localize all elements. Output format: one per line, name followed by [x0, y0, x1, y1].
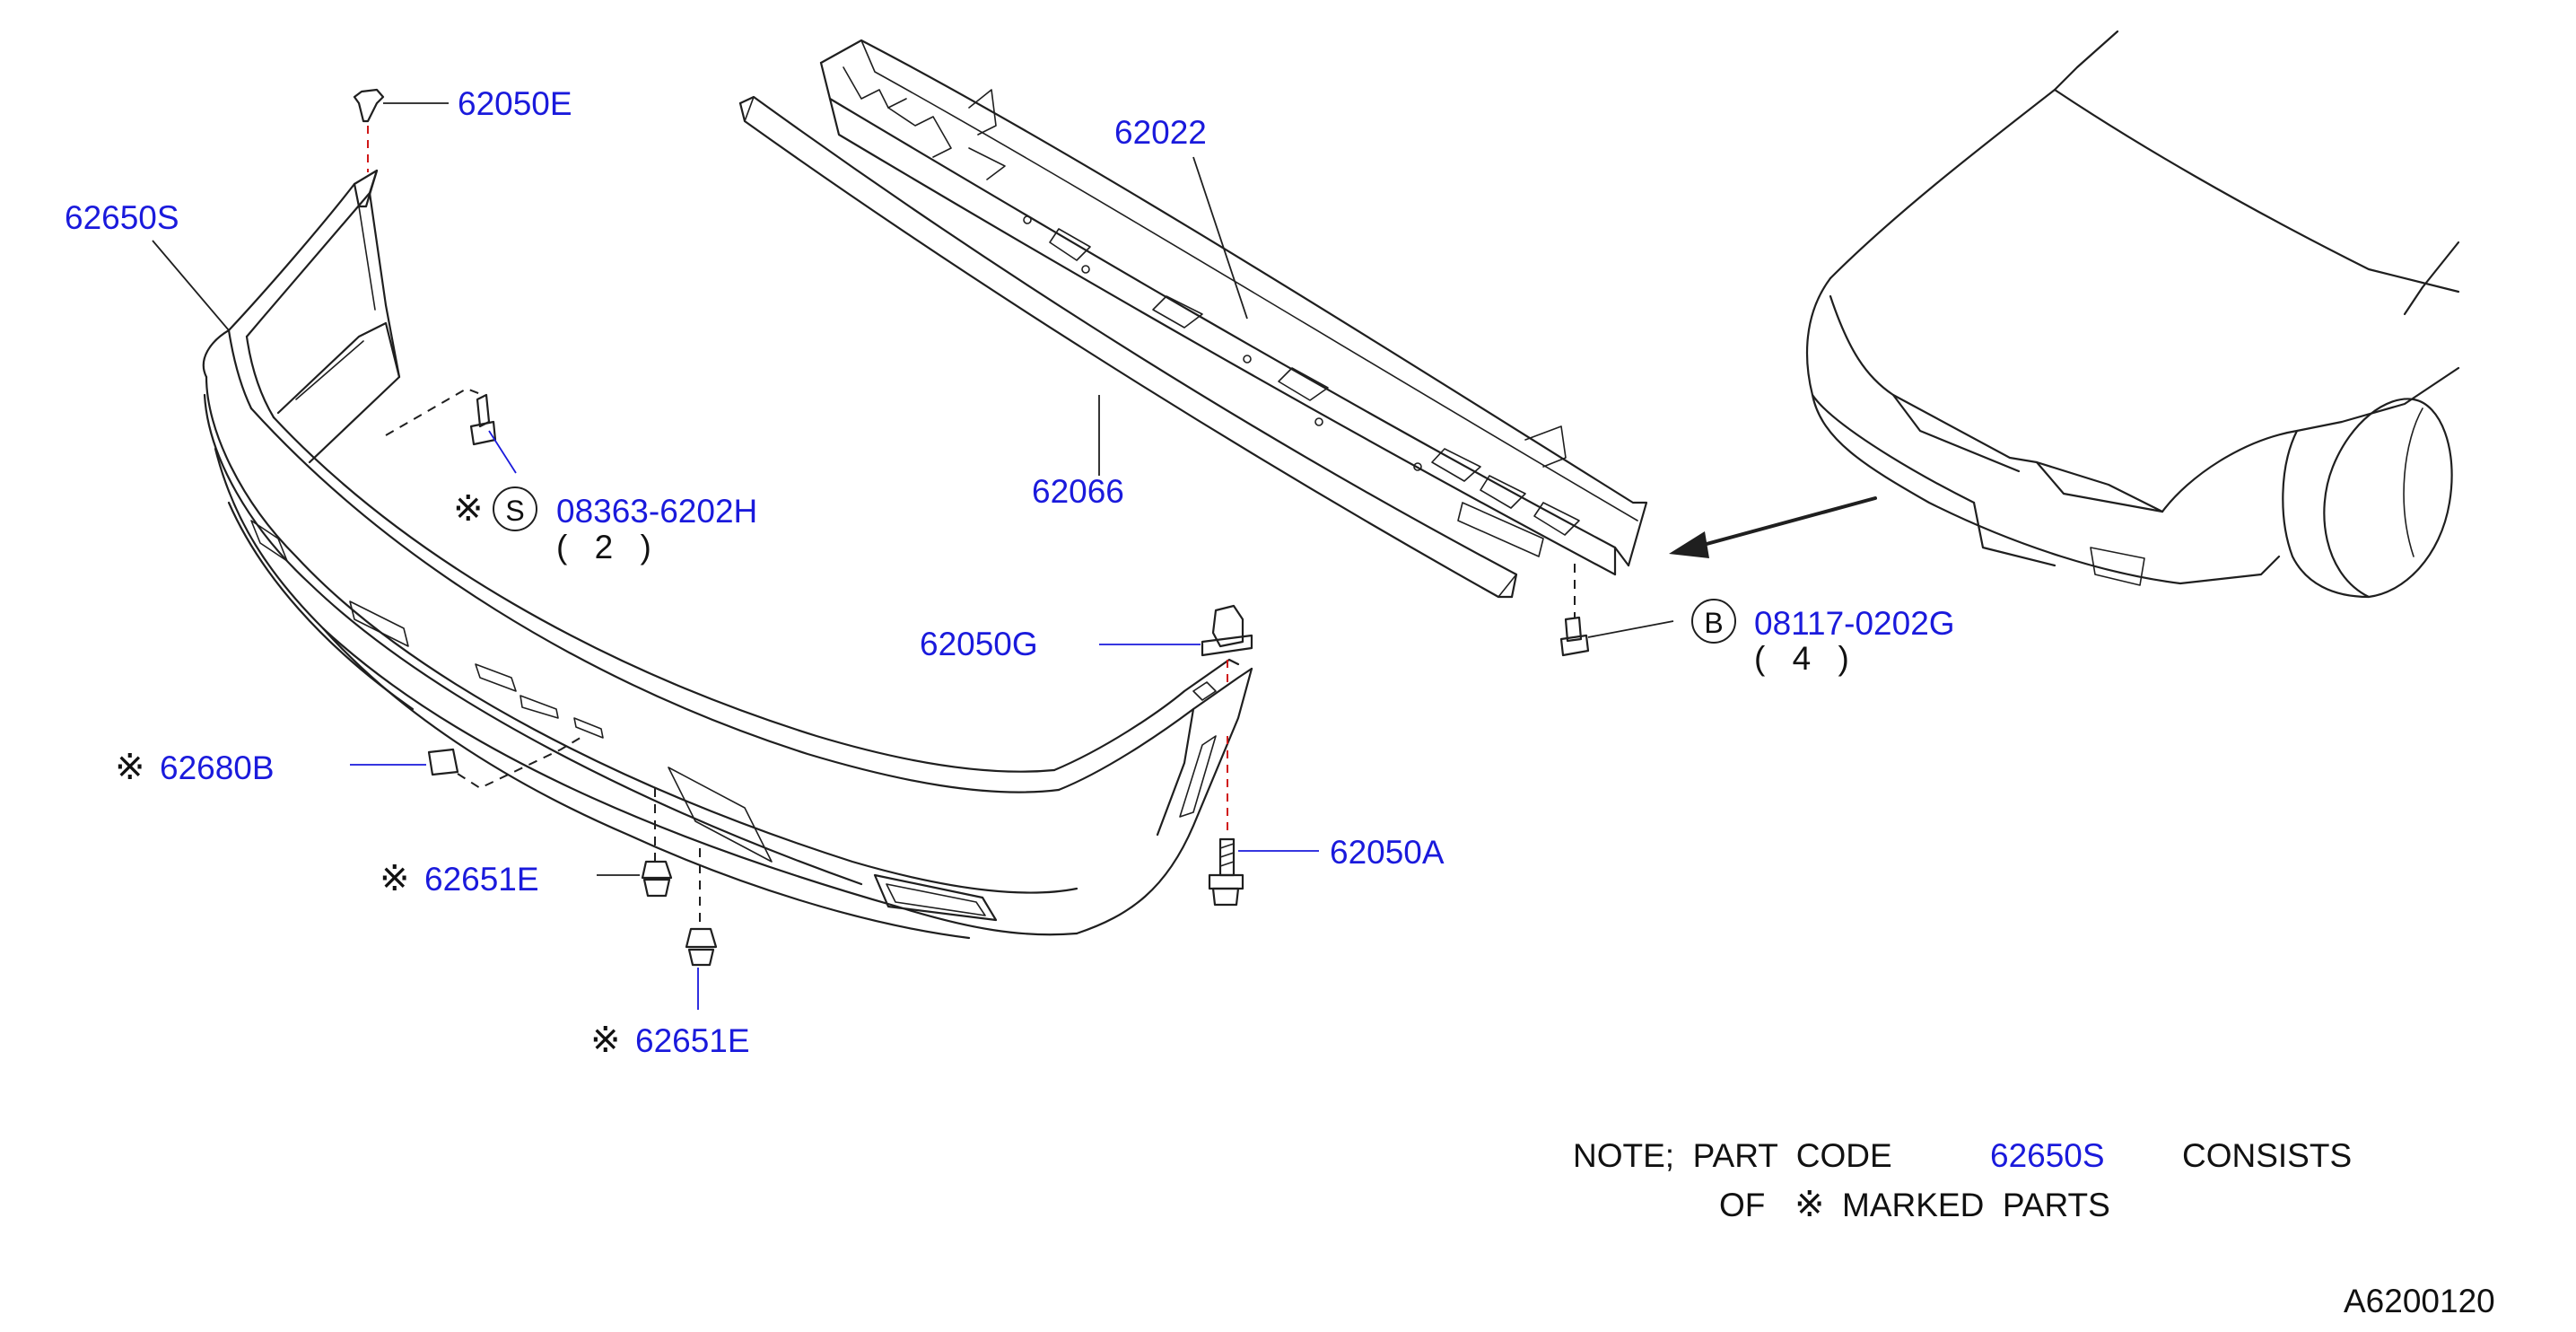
- note-line1-prefix: NOTE; PART CODE: [1573, 1137, 1892, 1174]
- note-line1-code: 62650S: [1990, 1137, 2105, 1174]
- note-line2-prefix: OF: [1719, 1187, 1765, 1223]
- label-62066: 62066: [1032, 473, 1124, 510]
- marked-symbol-62651e-lower: ※: [590, 1021, 621, 1060]
- bolt-s-drawing: [385, 387, 517, 474]
- energy-absorber-drawing: [738, 95, 1518, 599]
- direction-arrow: [1669, 496, 1877, 558]
- screw-62050a-drawing: [1208, 736, 1319, 907]
- marked-symbol-62651e-upper: ※: [380, 859, 410, 898]
- label-62651e-upper: 62651E: [424, 861, 539, 898]
- qty-08363-6202h: ( 2 ): [556, 529, 660, 565]
- b-circle-icon: [1691, 599, 1736, 644]
- leader-62650s: [152, 240, 230, 331]
- s-circle-icon: [493, 486, 537, 531]
- figure-id: A6200120: [2344, 1283, 2495, 1319]
- marked-symbol-62680b: ※: [115, 748, 145, 787]
- note-block: NOTE; PART CODE 62650S CONSISTS OF ※ MAR…: [1573, 1137, 2352, 1224]
- b-circle-letter: B: [1704, 607, 1723, 639]
- label-62650s: 62650S: [65, 199, 179, 236]
- clip-62050e-drawing: [353, 88, 449, 172]
- label-62050a: 62050A: [1330, 834, 1445, 871]
- car-silhouette-drawing: [1805, 30, 2460, 599]
- label-62022: 62022: [1114, 114, 1207, 151]
- bolt-b-drawing: [1559, 564, 1674, 657]
- label-08363-6202h: 08363-6202H: [556, 493, 757, 530]
- label-62651e-lower: 62651E: [635, 1022, 750, 1059]
- leader-62022: [1192, 156, 1248, 320]
- clip-62651e-lower-drawing: [685, 848, 718, 1010]
- qty-08117-0202g: ( 4 ): [1754, 640, 1858, 677]
- bumper-fascia-drawing: [202, 169, 1253, 940]
- reinforcement-drawing: [819, 39, 1648, 576]
- clip-62680b-drawing: [350, 735, 584, 790]
- clip-62050g-drawing: [1099, 604, 1253, 682]
- clip-62651e-upper-drawing: [597, 788, 673, 898]
- label-08117-0202g: 08117-0202G: [1754, 605, 1955, 642]
- note-line1-suffix: CONSISTS: [2182, 1137, 2352, 1174]
- note-line2-suffix: MARKED PARTS: [1842, 1187, 2110, 1223]
- label-62050e: 62050E: [458, 85, 572, 122]
- label-62680b: 62680B: [160, 749, 275, 786]
- marked-symbol-bolt-s: ※: [453, 489, 484, 529]
- s-circle-letter: S: [505, 495, 524, 527]
- label-62050g: 62050G: [920, 626, 1038, 662]
- note-marked-symbol: ※: [1794, 1185, 1825, 1224]
